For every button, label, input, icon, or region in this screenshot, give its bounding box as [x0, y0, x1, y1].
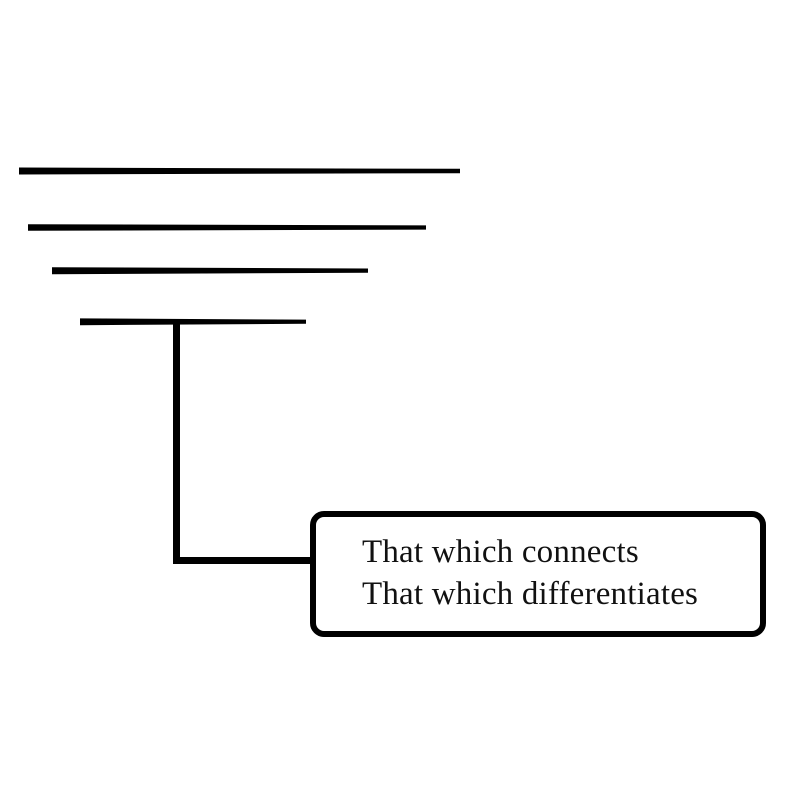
- callout-line-1: That which connects: [362, 533, 639, 570]
- callout-box: That which connects That which different…: [310, 511, 766, 637]
- elbow-connector: [173, 320, 313, 564]
- callout-line-2: That which differentiates: [362, 576, 699, 612]
- stroke-1: [19, 167, 460, 175]
- stroke-4: [80, 318, 306, 326]
- stroke-3: [52, 267, 368, 275]
- stroke-2: [28, 224, 426, 231]
